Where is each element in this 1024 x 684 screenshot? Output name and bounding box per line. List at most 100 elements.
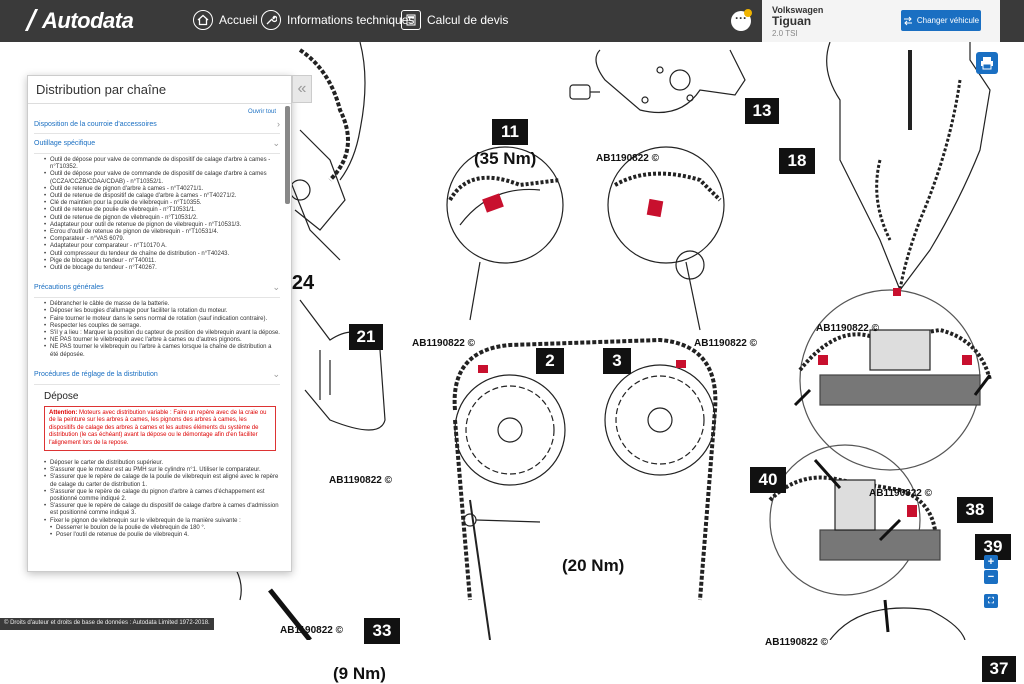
section-title: Précautions générales [34, 284, 104, 292]
chevron-down-icon: ⌄ [272, 282, 280, 293]
list-item: Ecrou d'outil de retenue de pignon de vi… [44, 229, 280, 236]
vehicle-selector: Volkswagen Tiguan 2.0 TSI Changer véhicu… [762, 0, 1000, 42]
section-accessory-belt[interactable]: Disposition de la courroie d'accessoires… [34, 115, 280, 134]
callout-39: 39 [975, 534, 1011, 560]
nav-quote-calc-label: Calcul de devis [427, 13, 509, 27]
list-item: Faire tourner le moteur dans le sens nor… [44, 316, 280, 323]
removal-steps-list: Déposer le carter de distribution supéri… [34, 457, 280, 545]
warning-box: Attention: Moteurs avec distribution var… [44, 405, 276, 451]
list-item: S'assurer que le repère de calage du dis… [44, 503, 280, 517]
procedure-panel: Distribution par chaîne Ouvrir tout Disp… [27, 75, 292, 572]
autodata-logo[interactable]: Autodata [24, 8, 134, 34]
change-vehicle-button[interactable]: Changer véhicule [901, 10, 981, 31]
ref-code-left: AB1190822 © [329, 475, 392, 486]
nav-home[interactable]: Accueil [193, 10, 258, 30]
torque-35nm: (35 Nm) [474, 149, 537, 168]
callout-11: 11 [492, 119, 528, 145]
callout-40: 40 [750, 467, 786, 493]
depose-heading: Dépose [44, 390, 79, 402]
engine-drawing [229, 42, 992, 640]
list-item: Clé de maintien pour la poulie de vilebr… [44, 200, 280, 207]
list-item: Outil de dépose pour valve de commande d… [44, 157, 280, 171]
precautions-list: Débrancher le câble de masse de la batte… [34, 298, 280, 365]
double-chevron-left-icon: « [297, 80, 307, 97]
list-item: Pige de blocage du tendeur - n°T40011. [44, 258, 280, 265]
list-item: Fixer le pignon de vilebrequin sur le vi… [44, 518, 280, 525]
vehicle-make: Volkswagen [772, 5, 824, 15]
calculator-icon [401, 10, 421, 30]
ref-code-bottom-right: AB1190822 © [765, 637, 828, 648]
list-item: Déposer le carter de distribution supéri… [44, 460, 280, 467]
callout-38: 38 [957, 497, 993, 523]
ref-code-right-mid: AB1190822 © [869, 488, 932, 499]
zoom-out-button[interactable]: − [984, 570, 998, 584]
callout-33: 33 [364, 618, 400, 644]
notification-dot [744, 9, 752, 17]
fit-screen-icon: ⛶ [988, 596, 994, 605]
ref-code-top: AB1190822 © [596, 153, 659, 164]
list-item: Respecter les couples de serrage. [44, 323, 280, 330]
callout-13: 13 [745, 98, 779, 124]
callout-37: 37 [982, 656, 1016, 682]
swap-arrows-icon [903, 16, 912, 25]
print-button[interactable] [976, 52, 998, 74]
printer-icon [981, 57, 993, 70]
ref-code-circle-left: AB1190822 © [412, 338, 475, 349]
callout-3: 3 [603, 348, 631, 374]
open-all-link[interactable]: Ouvrir tout [247, 109, 276, 115]
timing-chain-diagram: 11 (35 Nm) AB1190822 © 13 18 AB1190822 ©… [0, 42, 1024, 683]
collapse-panel-button[interactable]: « [292, 75, 312, 103]
nav-technical-info[interactable]: Informations techniques [261, 10, 414, 30]
top-navigation-bar: Autodata Accueil Informations techniques… [0, 0, 1024, 42]
panel-body[interactable]: Ouvrir tout Disposition de la courroie d… [28, 105, 286, 571]
nav-technical-info-label: Informations techniques [287, 13, 415, 27]
callout-2: 2 [536, 348, 564, 374]
nav-home-label: Accueil [219, 13, 258, 27]
section-title: Outillage spécifique [34, 140, 96, 147]
vehicle-model: Tiguan [772, 14, 812, 28]
list-item: S'assurer que le moteur est au PMH sur l… [44, 467, 280, 474]
list-item: Outil de retenue de dispositif de calage… [44, 193, 280, 200]
list-item: Desserrer le boulon de la poulie de vile… [44, 525, 280, 532]
list-item: Débrancher le câble de masse de la batte… [44, 301, 280, 308]
special-tools-list: Outil de dépose pour valve de commande d… [34, 154, 280, 278]
callout-24: 24 [291, 271, 315, 294]
section-timing-procedures[interactable]: Procédures de réglage de la distribution… [34, 365, 280, 385]
warning-label: Attention: [49, 409, 78, 416]
list-item: Outil de retenue de pignon de vilebrequi… [44, 215, 280, 222]
list-item: Adaptateur pour outil de retenue de pign… [44, 222, 280, 229]
list-item: Outil de retenue de pignon d'arbre à cam… [44, 186, 280, 193]
list-item: Outil de blocage du tendeur - n°T40267. [44, 265, 280, 272]
vehicle-engine: 2.0 TSI [772, 29, 798, 38]
list-item: Comparateur - n°VAS 6079. [44, 236, 280, 243]
ref-code-right-top: AB1190822 © [816, 323, 879, 334]
list-item: NE PAS tourner le vilebrequin avec l'arb… [44, 337, 280, 344]
callout-21: 21 [349, 324, 383, 350]
torque-9nm: (9 Nm) [333, 664, 386, 683]
chevron-down-icon: ⌄ [272, 138, 280, 148]
list-item: Adaptateur pour comparateur - n°T10170 A… [44, 243, 280, 250]
wrench-icon [261, 10, 281, 30]
fit-screen-button[interactable]: ⛶ [984, 594, 998, 608]
chevron-down-icon: ⌄ [272, 368, 280, 379]
callout-18: 18 [779, 148, 815, 174]
zoom-in-button[interactable]: + [984, 555, 998, 569]
list-item: NE PAS tourner le vilebrequin ou l'arbre… [44, 344, 280, 358]
list-item: Déposer les bougies d'allumage pour faci… [44, 308, 280, 315]
home-icon [193, 10, 213, 30]
copyright-footer: © Droits d'auteur et droits de base de d… [0, 618, 214, 630]
logo-text: Autodata [42, 8, 134, 33]
section-special-tools[interactable]: Outillage spécifique ⌄ [34, 134, 280, 154]
change-vehicle-label: Changer véhicule [916, 16, 980, 25]
chevron-right-icon: › [277, 119, 280, 129]
section-title: Disposition de la courroie d'accessoires [34, 120, 157, 128]
torque-20nm: (20 Nm) [562, 556, 625, 575]
ref-code-circle-right: AB1190822 © [694, 338, 757, 349]
section-general-precautions[interactable]: Précautions générales ⌄ [34, 278, 280, 299]
panel-title: Distribution par chaîne [28, 76, 291, 104]
warning-text: Moteurs avec distribution variable : Fai… [49, 409, 267, 446]
list-item: Outil de retenue de poulie de vilebrequi… [44, 207, 280, 214]
nav-quote-calc[interactable]: Calcul de devis [401, 10, 508, 30]
panel-scrollbar[interactable] [285, 106, 290, 204]
list-item: Poser l'outil de retenue de poulie de vi… [44, 532, 280, 539]
